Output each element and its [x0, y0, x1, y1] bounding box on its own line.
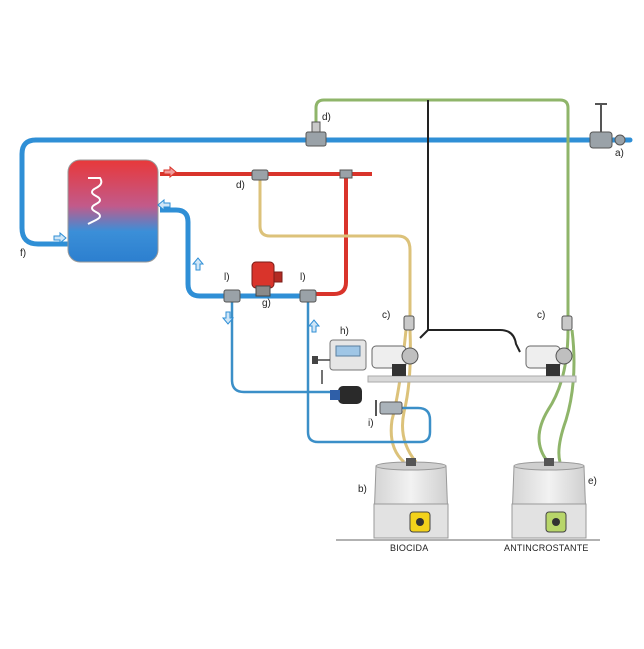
circulation-pump-g	[251, 261, 283, 297]
label-c-right: c)	[537, 310, 546, 321]
yellow-dosing-line	[258, 180, 418, 464]
arrow-cold-in	[157, 198, 171, 212]
return-cold-pipe	[160, 207, 310, 299]
label-d-mid: d)	[236, 180, 245, 191]
controller-h	[312, 339, 367, 384]
label-i: i)	[368, 418, 374, 429]
valve-l-right	[299, 289, 317, 303]
tank-antincrostante	[511, 458, 587, 539]
recirculation-lines	[230, 300, 432, 444]
injector-d-top	[305, 121, 327, 147]
arrow-up-right	[307, 319, 321, 333]
arrow-return-up	[191, 257, 205, 271]
tank-biocida	[373, 458, 449, 539]
valve-l-left	[223, 289, 241, 303]
tank-label-antincrostante: ANTINCROSTANTE	[504, 543, 589, 553]
label-d-top: d)	[322, 112, 331, 123]
boiler	[67, 159, 159, 263]
arrow-down-left	[221, 311, 235, 325]
label-g: g)	[262, 298, 271, 309]
label-b: b)	[358, 484, 367, 495]
label-a: a)	[615, 148, 624, 159]
label-h: h)	[340, 326, 349, 337]
tank-label-biocida: BIOCIDA	[390, 543, 429, 553]
black-signal-line	[419, 100, 521, 353]
label-f: f)	[20, 248, 27, 259]
label-l-right: l)	[300, 272, 306, 283]
dosing-pump-left	[371, 315, 419, 376]
hot-pipe-fitting	[339, 169, 353, 179]
main-cold-pipe	[19, 137, 633, 247]
arrow-cold-inlet	[53, 231, 67, 245]
green-dosing-line	[314, 98, 576, 463]
filter-manifold-i	[375, 400, 403, 416]
dosing-pump-right	[525, 315, 573, 376]
heating-coil	[87, 177, 103, 225]
flow-arrows	[53, 165, 321, 333]
booster-pump	[330, 386, 362, 404]
mounting-rail	[367, 375, 577, 383]
injector-d-mid	[251, 169, 269, 181]
arrow-hot-out	[163, 165, 177, 179]
label-l-left: l)	[224, 272, 230, 283]
valve-a	[589, 103, 626, 149]
label-c-left: c)	[382, 310, 391, 321]
label-e: e)	[588, 476, 597, 487]
